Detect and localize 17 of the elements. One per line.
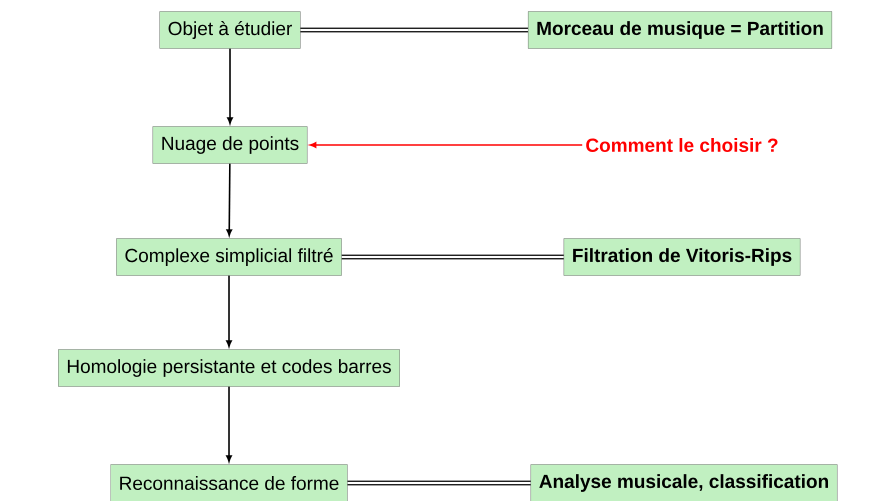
result-box: Filtration de Vitoris-Rips [564,238,800,276]
arrow [227,48,233,124]
arrow [226,386,232,462]
arrow [310,142,582,148]
double-line [348,480,531,486]
double-line [342,254,564,260]
arrow [226,276,232,347]
process-box: Complexe simplicial filtré [116,238,342,276]
arrow [226,164,232,236]
process-box: Nuage de points [152,126,308,164]
result-box: Analyse musicale, classification [530,464,838,501]
process-box: Reconnaissance de forme [110,464,348,501]
process-box: Objet à étudier [160,11,301,49]
result-box: Morceau de musique = Partition [528,11,832,49]
process-box: Homologie persistante et codes barres [58,349,400,387]
double-line [300,28,528,32]
question-text: Comment le choisir ? [586,138,778,152]
